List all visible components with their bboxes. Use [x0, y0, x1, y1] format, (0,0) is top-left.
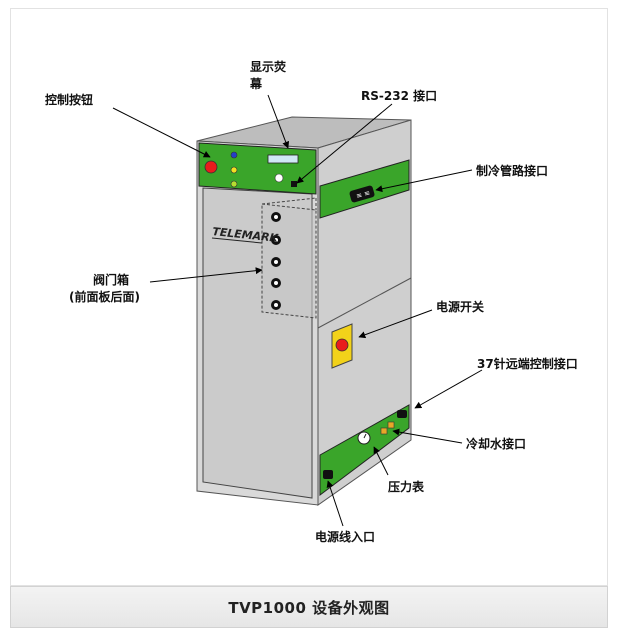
- white-button[interactable]: [274, 173, 284, 183]
- figure-caption: TVP1000 设备外观图: [228, 598, 390, 617]
- label-valve-box-2: (前面板后面): [69, 289, 140, 304]
- cooling-water-fitting-2: [387, 421, 395, 429]
- display-screen: [267, 154, 299, 164]
- valve-box: [261, 203, 317, 319]
- caption-bar: TVP1000 设备外观图: [10, 586, 608, 628]
- label-pressure-gauge: 压力表: [388, 479, 425, 494]
- blue-indicator-light: [230, 151, 238, 159]
- red-control-button[interactable]: [204, 160, 218, 174]
- diagram-frame: [10, 8, 608, 586]
- bottom-connector-panel: [319, 404, 410, 497]
- green-indicator-light: [230, 180, 238, 188]
- label-power-cord-inlet: 电源线入口: [315, 529, 375, 544]
- yellow-indicator-light: [230, 166, 238, 174]
- valve-gears: [271, 212, 281, 310]
- label-valve-box-1: 阀门箱: [93, 272, 129, 287]
- label-control-buttons: 控制按钮: [45, 92, 93, 107]
- remote-control-connector: [397, 410, 407, 418]
- cabinet-side: [317, 119, 412, 506]
- device-diagram: ≡ ≡ TELEMARK 显示荧 幕 控制按钮 RS-232 接口 制冷管路接口…: [45, 59, 578, 544]
- label-display-screen-2: 幕: [249, 76, 263, 91]
- refrigerant-connector: [349, 185, 375, 203]
- label-cooling-water-port: 冷却水接口: [466, 436, 526, 451]
- label-power-switch: 电源开关: [436, 299, 484, 314]
- label-display-screen-1: 显示荧: [250, 59, 287, 74]
- power-cord-connector: [323, 470, 333, 479]
- label-remote-control-port: 37针远端控制接口: [477, 356, 578, 371]
- power-switch[interactable]: [335, 338, 349, 352]
- rs232-connector: [291, 181, 297, 187]
- svg-text:≡ ≡: ≡ ≡: [355, 189, 371, 201]
- label-refrigerant-pipe-port: 制冷管路接口: [476, 163, 548, 178]
- cooling-water-fitting-1: [380, 427, 388, 435]
- label-rs232-port: RS-232 接口: [361, 88, 437, 103]
